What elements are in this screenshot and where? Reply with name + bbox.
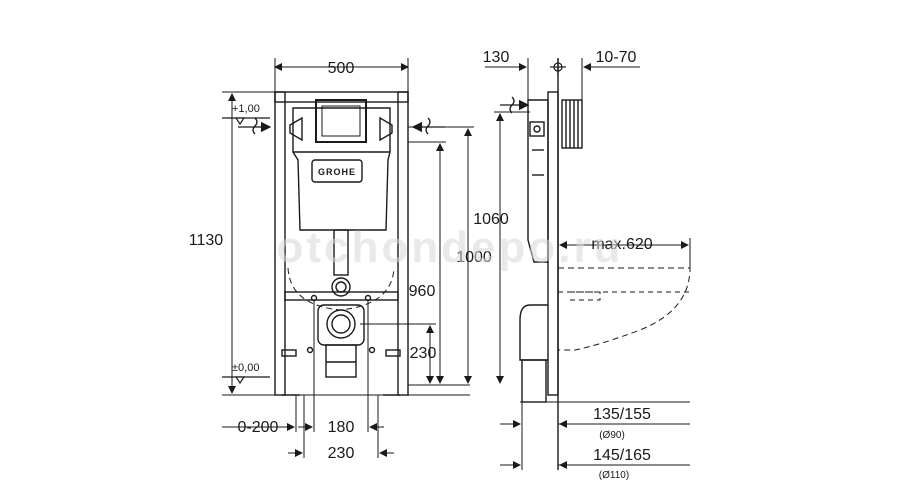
dim-diameter-90: (Ø90) <box>599 430 625 441</box>
brand-logo: GROHE <box>318 167 356 177</box>
dim-diameter-110: (Ø110) <box>599 470 629 481</box>
dim-230-width: 230 <box>328 445 355 462</box>
water-inlet-side-icon <box>500 96 530 114</box>
side-flush-box <box>529 121 545 137</box>
frame-top-bar <box>274 91 409 103</box>
flush-pipe-connector <box>331 277 351 297</box>
level-floor-label: ±0,00 <box>232 362 259 374</box>
level-floor-marker <box>222 376 270 385</box>
flush-opening <box>315 99 367 143</box>
side-view <box>519 58 691 470</box>
dim-180: 180 <box>328 419 355 436</box>
dim-1060: 1060 <box>473 211 509 228</box>
drain-elbow <box>317 304 365 346</box>
dim-130: 130 <box>483 49 510 66</box>
flush-plate <box>321 105 361 137</box>
dim-0-200: 0-200 <box>238 419 279 436</box>
frame-foot-right <box>385 349 401 357</box>
dim-max-620: max.620 <box>591 236 652 253</box>
dim-960: 960 <box>409 283 436 300</box>
side-bowl-outline <box>558 267 691 351</box>
flush-pipe <box>333 229 349 276</box>
side-drain-pipe <box>521 359 547 403</box>
drain-outlet <box>326 309 356 339</box>
dim-135-155: 135/155 <box>593 406 651 423</box>
dim-frame-width: 500 <box>328 60 355 77</box>
watermark: otchondepo.ru <box>277 223 624 272</box>
level-top-label: +1,00 <box>232 103 260 115</box>
dim-1000: 1000 <box>456 249 492 266</box>
water-inlet-right-icon <box>411 117 445 135</box>
drain-pipe <box>325 344 357 378</box>
side-wall-bracket <box>561 99 583 149</box>
water-inlet-left-icon <box>238 117 272 135</box>
front-view <box>274 91 409 396</box>
side-cistern <box>527 99 549 263</box>
frame-foot-left <box>281 349 297 357</box>
level-top-marker <box>222 117 270 126</box>
dim-10-70: 10-70 <box>596 49 637 66</box>
dim-frame-height: 1130 <box>189 232 224 249</box>
cistern-body <box>292 107 391 231</box>
dim-145-165: 145/165 <box>593 447 651 464</box>
brand-logo-plate <box>311 159 363 183</box>
dim-230-height: 230 <box>410 345 437 362</box>
center-mark-icon <box>550 59 566 75</box>
